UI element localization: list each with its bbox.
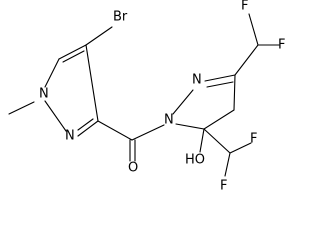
- bond-n1-methyl: [8, 101, 35, 115]
- bond-c5p-n1p: [175, 123, 205, 130]
- bond-chf2-f-right-bottom: [229, 142, 252, 154]
- atom-o-carbonyl: O: [128, 161, 138, 176]
- atom-n-pyrazoline-2: N: [192, 73, 202, 88]
- bond-c4p-c5p: [203, 109, 235, 130]
- bond-n2p-c3p-inner: [206, 81, 234, 88]
- bond-chf2-f-down: [224, 152, 231, 177]
- bond-carbonyl-n: [131, 124, 165, 141]
- atom-br: Br: [113, 10, 128, 25]
- bond-c5p-oh: [199, 128, 205, 153]
- bond-c4-c5: [58, 44, 87, 60]
- bond-group: [8, 13, 280, 177]
- bond-c3-carbonyl: [97, 120, 133, 141]
- bond-c5p-chf2: [203, 128, 231, 154]
- bond-n2-c3: [77, 120, 99, 137]
- bond-n1-n2: [44, 100, 67, 132]
- molecule-structure: Br N N O N N HO F F F F: [8, 0, 285, 194]
- atom-f-top-1: F: [241, 0, 248, 14]
- bond-n1p-n2p: [172, 89, 194, 115]
- bond-c3-c4: [85, 44, 99, 122]
- atom-n2: N: [65, 129, 75, 144]
- bond-c3p-chf2: [234, 44, 259, 76]
- bond-c4-br: [85, 26, 113, 46]
- atom-n1-methyl: N: [39, 87, 49, 102]
- atom-n-pyrazoline-1: N: [164, 113, 174, 128]
- bond-c4-c5-inner: [62, 50, 85, 63]
- atom-f-bottom-2: F: [220, 179, 227, 194]
- bond-n2p-c3p: [204, 74, 236, 82]
- atom-labels: Br N N O N N HO F F F F: [39, 0, 285, 194]
- atom-ho: HO: [185, 153, 205, 168]
- atom-f-top-2: F: [278, 38, 285, 53]
- bond-c3p-c4p: [233, 74, 236, 111]
- bond-n2-c3-inner: [77, 118, 94, 131]
- bond-c5-n1: [44, 58, 60, 88]
- atom-f-bottom-1: F: [250, 132, 257, 147]
- bond-chf2-f-top: [248, 13, 259, 46]
